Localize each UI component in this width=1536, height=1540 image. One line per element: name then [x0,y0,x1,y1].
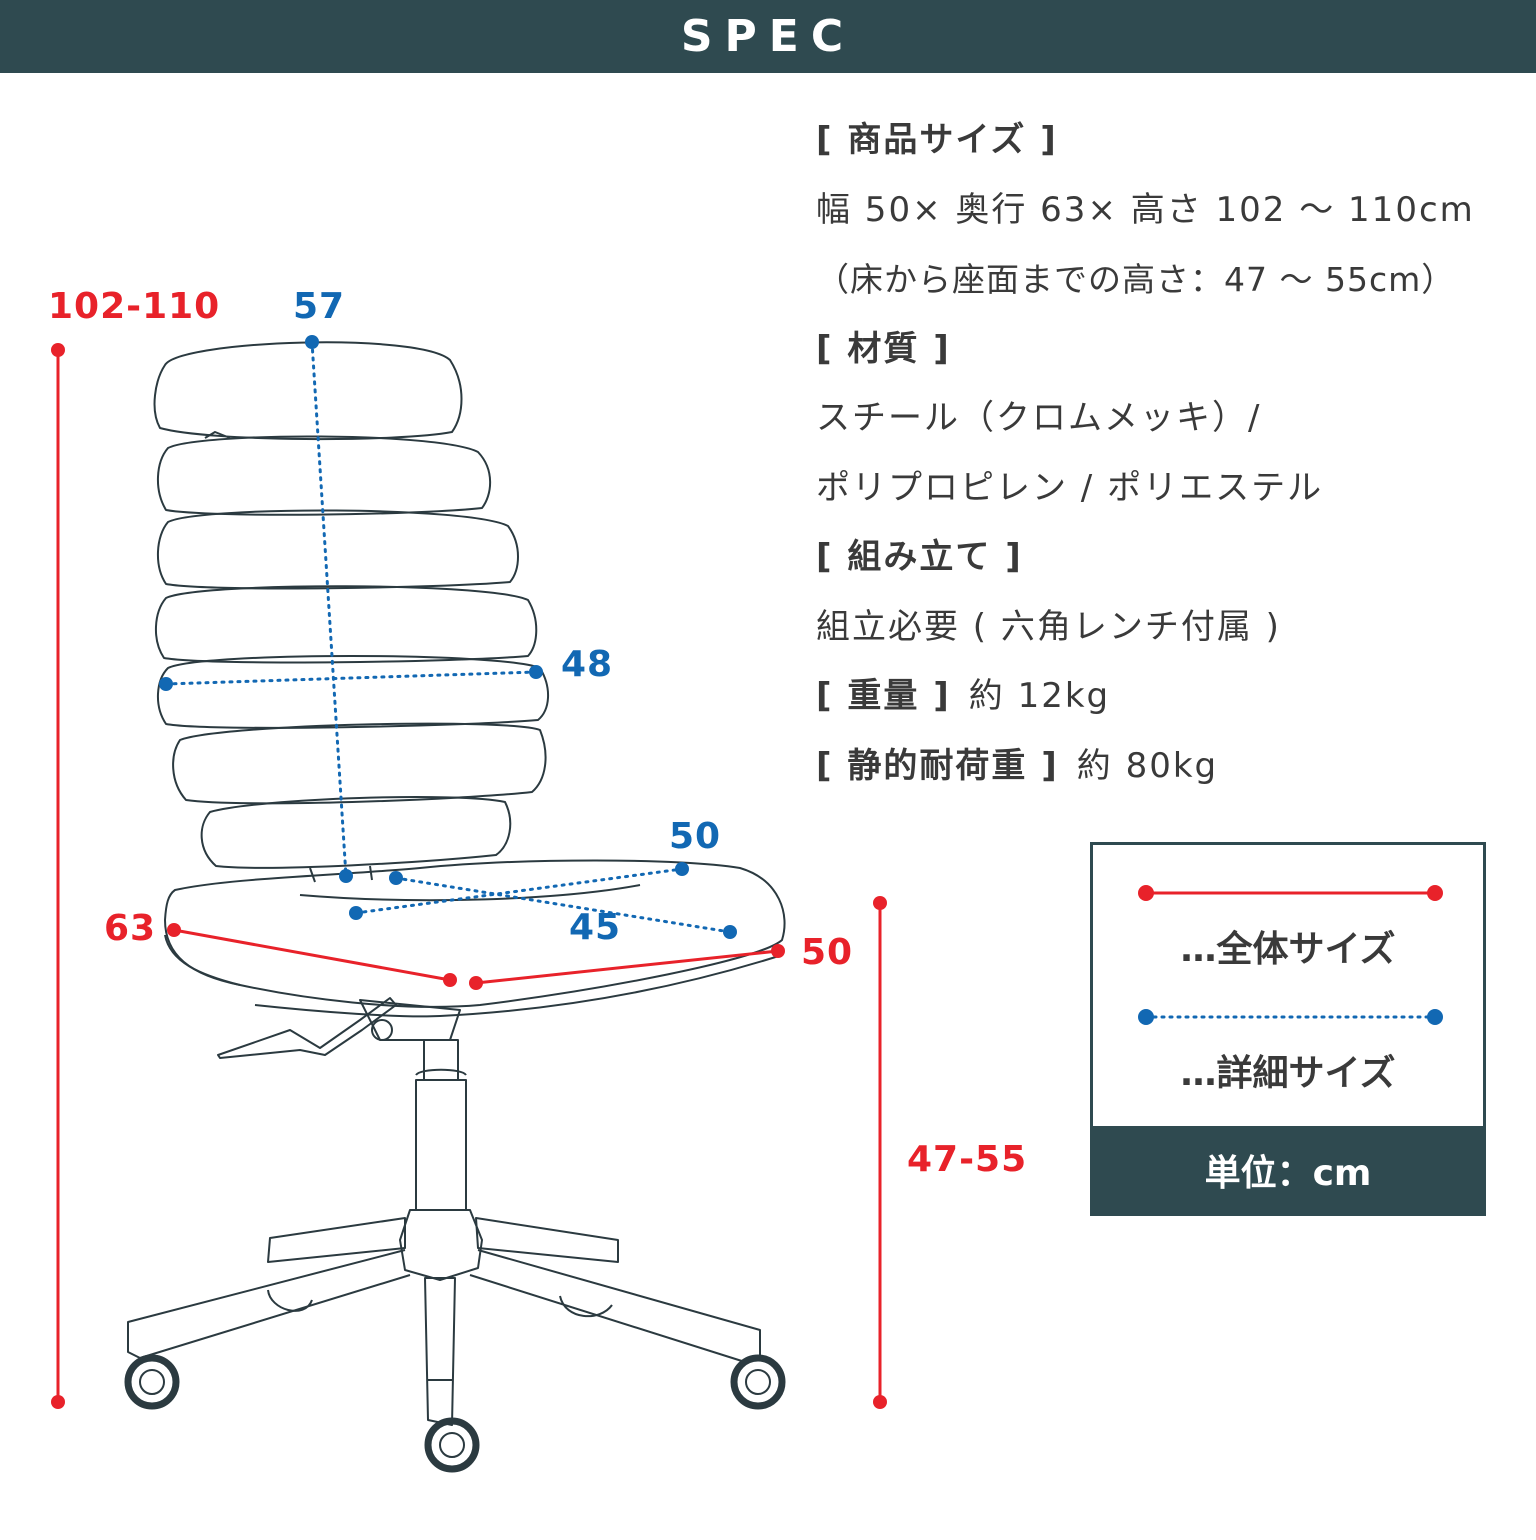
material-heading: [ 材質 ] [816,328,951,369]
seat-height-value: （床から座面までの高さ：47 ～ 55cm） [816,260,1456,299]
caster-front-left [124,1354,180,1410]
load-heading: [ 静的耐荷重 ] [816,745,1059,786]
legend-box: …全体サイズ …詳細サイズ 単位：cm [1090,842,1486,1216]
overall-depth-line [173,928,451,982]
seat-width-detail-label: 45 [569,907,622,948]
weight-row: [ 重量 ] 約 12kg [816,662,1532,732]
overall-width-line [475,949,779,985]
back-cushion-5 [156,655,549,729]
base-leg-left [267,1217,406,1263]
seat-depth-detail-line [394,876,732,934]
chair-illustration [51,335,887,1473]
base-leg-right [475,1217,619,1263]
size-value: 幅 50× 奥行 63× 高さ 102 ～ 110cm [816,189,1475,230]
seat-width-detail-line [354,867,684,915]
legend-detail-line [1138,1009,1443,1025]
legend-overall-line [1138,885,1443,901]
chair-diagram: 102-110 57 48 50 45 63 50 47-55 [48,286,1028,1473]
size-heading: [ 商品サイズ ] [816,120,1058,160]
back-width-line [164,670,538,686]
spec-list: [ 商品サイズ ] 幅 50× 奥行 63× 高さ 102 ～ 110cm （床… [816,106,1532,801]
caster-front-center [424,1417,480,1473]
back-cushion-4 [154,585,538,664]
page-title: SPEC [680,11,856,62]
gas-cylinder [423,1039,459,1081]
caster-front-right [730,1354,786,1410]
load-value: 約 80kg [1076,745,1219,786]
legend-overall-label: …全体サイズ [1180,929,1396,970]
header-bar: SPEC [0,0,1536,73]
overall-width-label: 50 [801,932,854,973]
back-cushion-3 [156,509,519,590]
unit-footer: 単位：cm [1093,1126,1483,1213]
height-lever [217,997,397,1059]
overall-height-label: 102-110 [48,286,221,327]
unit-label: 単位：cm [1204,1152,1372,1194]
seat-height-label: 47-55 [907,1139,1028,1180]
back-cushion-1 [153,341,463,441]
chair-base [399,1209,483,1281]
back-cushion-7 [200,796,512,869]
back-height-line [310,340,348,878]
weight-heading: [ 重量 ] [816,676,951,716]
back-height-label: 57 [293,286,346,327]
back-width-label: 48 [561,644,614,685]
back-cushion-6 [172,722,547,805]
load-row: [ 静的耐荷重 ] 約 80kg [816,732,1532,802]
seat-depth-detail-label: 50 [669,816,722,857]
material-line-1: スチール（クロムメッキ）/ [816,398,1262,438]
material-line-2: ポリプロピレン / ポリエステル [816,467,1324,508]
base-leg-front [424,1277,456,1426]
back-cushion-2 [156,435,492,516]
weight-value: 約 12kg [968,676,1111,716]
assembly-value: 組立必要 ( 六角レンチ付属 ) [816,606,1281,647]
legend-lines [1138,885,1443,1025]
legend-detail-label: …詳細サイズ [1180,1053,1396,1094]
assembly-heading: [ 組み立て ] [816,537,1023,577]
overall-depth-label: 63 [104,908,157,949]
